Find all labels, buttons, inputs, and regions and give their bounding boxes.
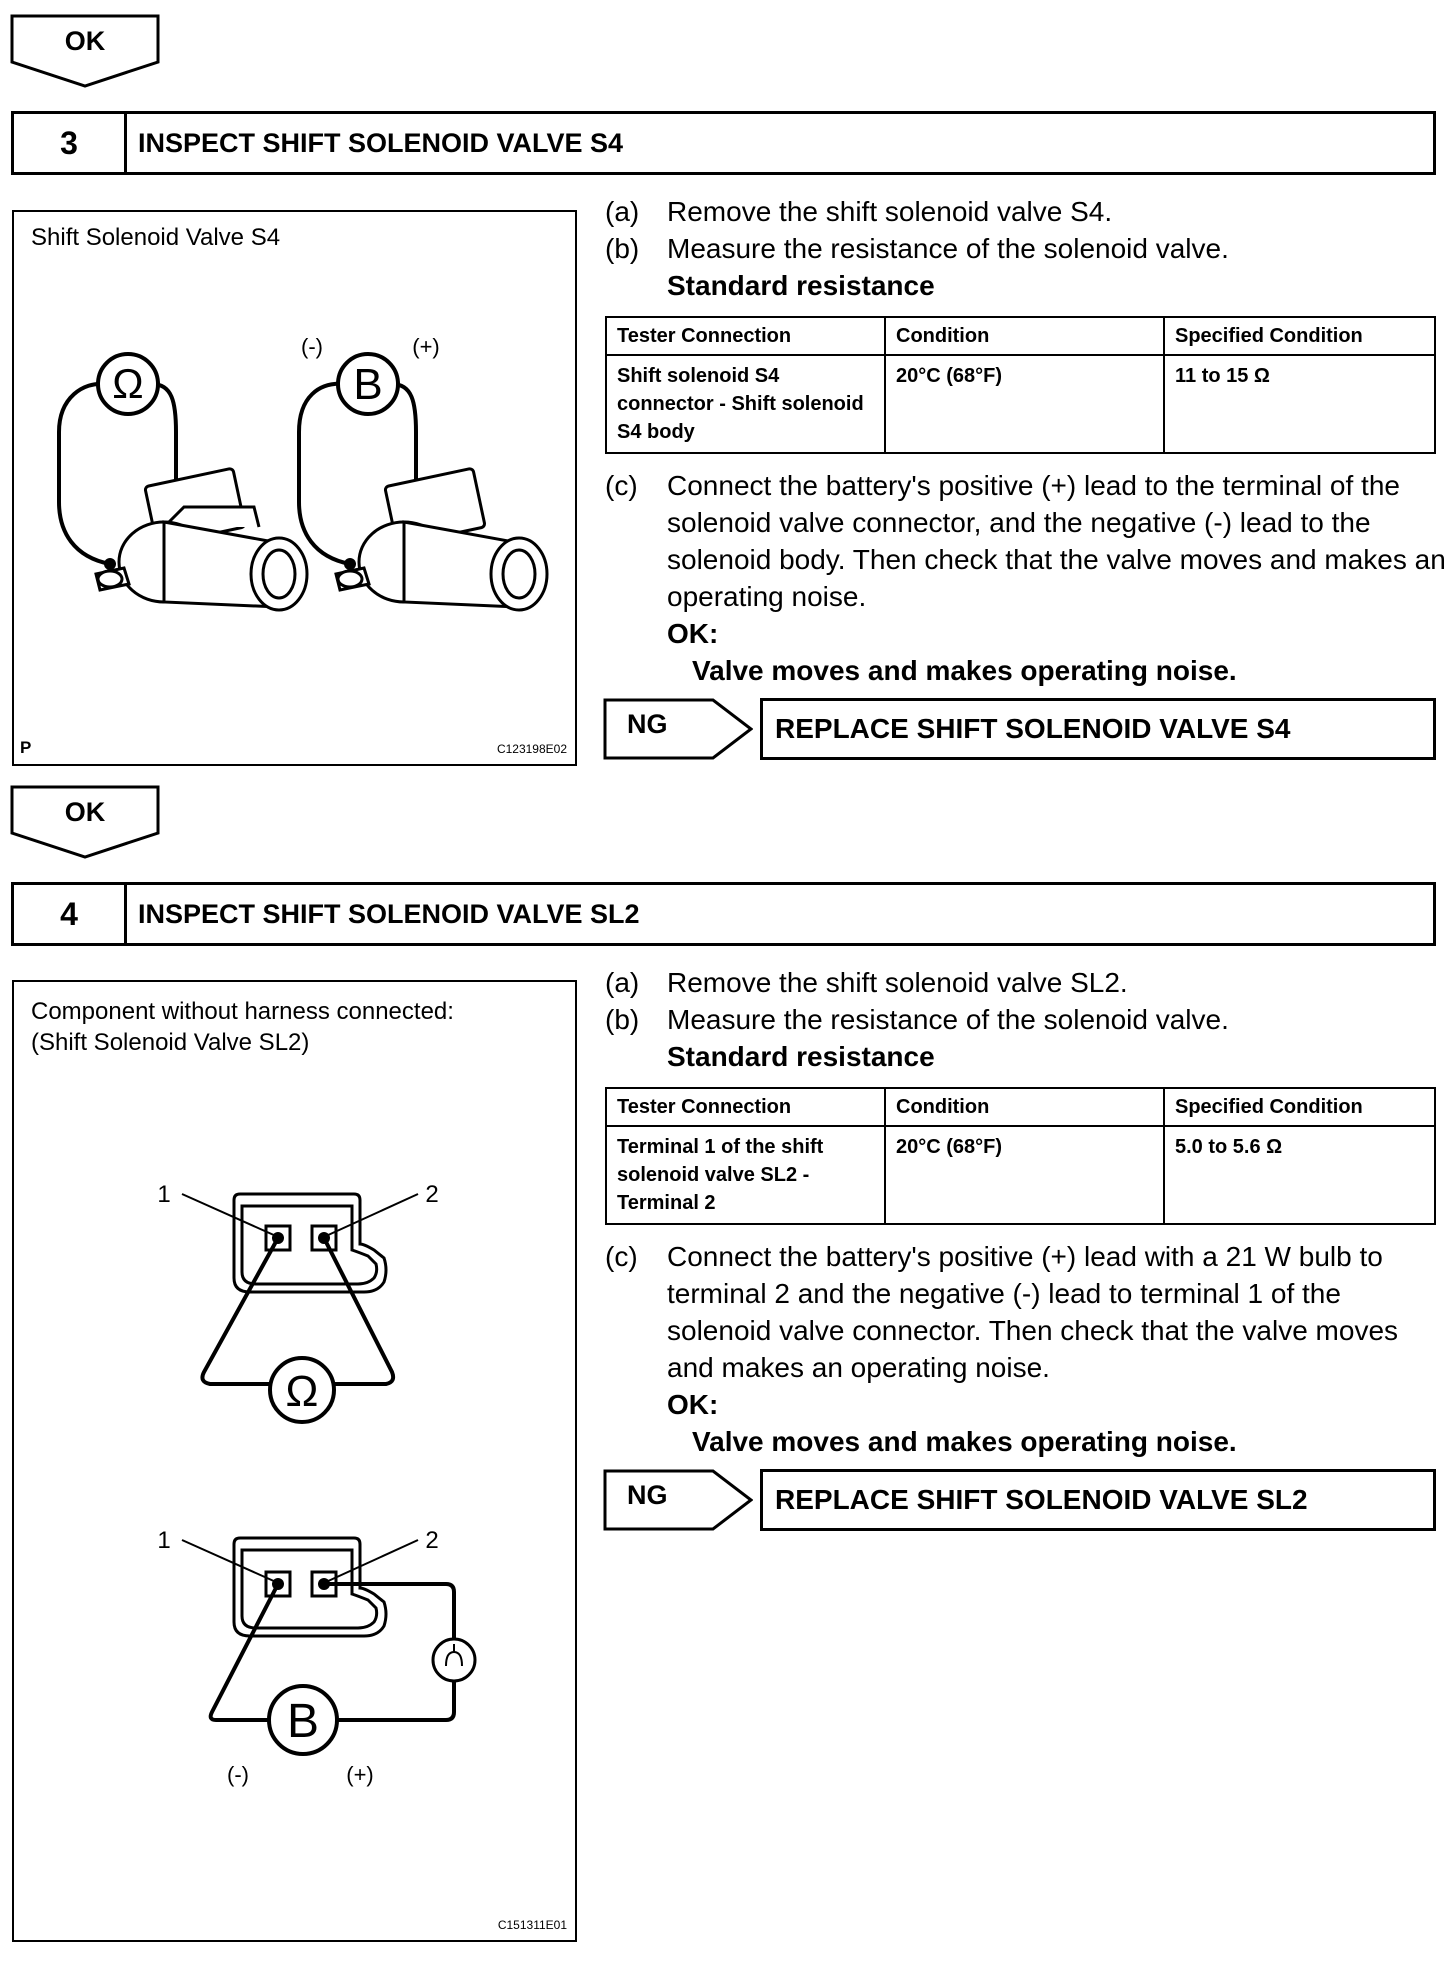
instr-a-text: Remove the shift solenoid valve S4.: [667, 196, 1113, 227]
standard-resistance-heading: Standard resistance: [667, 270, 935, 301]
ok-result: Valve moves and makes operating noise.: [692, 655, 1237, 686]
step-number: 4: [14, 885, 127, 943]
table-header: Tester Connection: [605, 1087, 886, 1127]
ohm-symbol-left: Ω: [112, 360, 143, 407]
table-cell: Terminal 1 of the shift solenoid valve S…: [605, 1125, 886, 1225]
solenoid-s4-diagram: Ω B (-) (+): [57, 334, 549, 612]
figure-code: C123198E02: [496, 742, 567, 756]
figure-s4: Shift Solenoid Valve S4 Ω B (-) (+): [12, 210, 577, 766]
ohm-symbol-sl2: Ω: [286, 1367, 319, 1416]
minus-label: (-): [301, 334, 323, 359]
resistance-table-sl2: Tester Connection Condition Specified Co…: [605, 1087, 1436, 1225]
terminal-2-label: 2: [425, 1181, 438, 1208]
standard-resistance-heading: Standard resistance: [667, 1041, 935, 1072]
instr-b-text: Measure the resistance of the solenoid v…: [667, 233, 1229, 264]
bulb-icon: [431, 1637, 477, 1683]
table-cell: 5.0 to 5.6 Ω: [1163, 1125, 1436, 1225]
table-header: Specified Condition: [1163, 1087, 1436, 1127]
figure-title-line-1: Component without harness connected:: [31, 998, 454, 1025]
figure-title: Shift Solenoid Valve S4: [31, 224, 281, 251]
instr-a-label: (a): [605, 196, 640, 227]
step-4-instructions-ab: (a) Remove the shift solenoid valve SL2.…: [605, 964, 1435, 1074]
battery-symbol-s4: B: [353, 360, 382, 409]
ng-label: NG: [627, 709, 668, 739]
ok-result: Valve moves and makes operating noise.: [692, 1426, 1237, 1457]
terminal-1-label: 1: [157, 1181, 170, 1208]
ok-heading: OK:: [667, 1389, 719, 1420]
figure-code: C151311E01: [497, 1918, 567, 1932]
instr-b-label: (b): [605, 233, 640, 264]
instr-b-text: Measure the resistance of the solenoid v…: [667, 1004, 1229, 1035]
ng-row-sl2: NG REPLACE SHIFT SOLENOID VALVE SL2: [603, 1469, 1436, 1531]
ng-label: NG: [627, 1480, 668, 1510]
table-header: Specified Condition: [1163, 316, 1436, 356]
step-3-instruction-c: (c) Connect the battery's positive (+) l…: [605, 467, 1446, 697]
battery-symbol-sl2: B: [287, 1695, 319, 1748]
instr-c-label: (c): [605, 1241, 638, 1272]
ok-arrow-shape: [10, 785, 160, 859]
step-4-instruction-c: (c) Connect the battery's positive (+) l…: [605, 1238, 1435, 1468]
step-3-instructions-ab: (a) Remove the shift solenoid valve S4. …: [605, 193, 1435, 303]
instr-b-label: (b): [605, 1004, 640, 1035]
ok-arrow-middle: OK: [10, 785, 160, 859]
replace-action: REPLACE SHIFT SOLENOID VALVE S4: [760, 698, 1436, 760]
resistance-table-s4: Tester Connection Condition Specified Co…: [605, 316, 1436, 454]
terminal-2-label-lower: 2: [425, 1527, 438, 1554]
table-header: Tester Connection: [605, 316, 886, 356]
ok-arrow-shape: [10, 14, 160, 88]
step-title: INSPECT SHIFT SOLENOID VALVE SL2: [138, 898, 640, 929]
plus-label: (+): [412, 334, 440, 359]
ng-arrow-shape: [603, 698, 753, 760]
terminal-1-upper: [264, 1224, 292, 1252]
instr-a-text: Remove the shift solenoid valve SL2.: [667, 967, 1128, 998]
step-number: 3: [14, 114, 127, 172]
instr-c-label: (c): [605, 470, 638, 501]
table-header: Condition: [884, 316, 1165, 356]
step-3-header: 3 INSPECT SHIFT SOLENOID VALVE S4: [11, 111, 1436, 175]
ok-label: OK: [64, 26, 106, 56]
table-header: Condition: [884, 1087, 1165, 1127]
plus-label-sl2: (+): [346, 1762, 374, 1787]
step-title: INSPECT SHIFT SOLENOID VALVE S4: [138, 127, 624, 158]
table-cell: Shift solenoid S4 connector - Shift sole…: [605, 354, 886, 454]
step-4-header: 4 INSPECT SHIFT SOLENOID VALVE SL2: [11, 882, 1436, 946]
ok-arrow-top: OK: [10, 14, 160, 88]
instr-c-text: Connect the battery's positive (+) lead …: [667, 1241, 1399, 1383]
table-cell: 20°C (68°F): [884, 354, 1165, 454]
ng-arrow-shape: [603, 1469, 753, 1531]
table-cell: 20°C (68°F): [884, 1125, 1165, 1225]
instr-a-label: (a): [605, 967, 640, 998]
replace-action: REPLACE SHIFT SOLENOID VALVE SL2: [760, 1469, 1436, 1531]
figure-sl2: Component without harness connected: (Sh…: [12, 980, 577, 1942]
ng-row-s4: NG REPLACE SHIFT SOLENOID VALVE S4: [603, 698, 1436, 760]
minus-label-sl2: (-): [227, 1762, 249, 1787]
instr-c-text: Connect the battery's positive (+) lead …: [667, 470, 1446, 612]
figure-title-line-2: (Shift Solenoid Valve SL2): [31, 1029, 310, 1056]
ok-heading: OK:: [667, 618, 719, 649]
ok-label: OK: [64, 797, 106, 827]
terminal-1-label-lower: 1: [157, 1527, 170, 1554]
figure-corner-letter: P: [20, 738, 32, 757]
connector-sl2-diagram: 1 2 Ω 1 2 B (-) (+): [157, 1181, 477, 1787]
table-cell: 11 to 15 Ω: [1163, 354, 1436, 454]
